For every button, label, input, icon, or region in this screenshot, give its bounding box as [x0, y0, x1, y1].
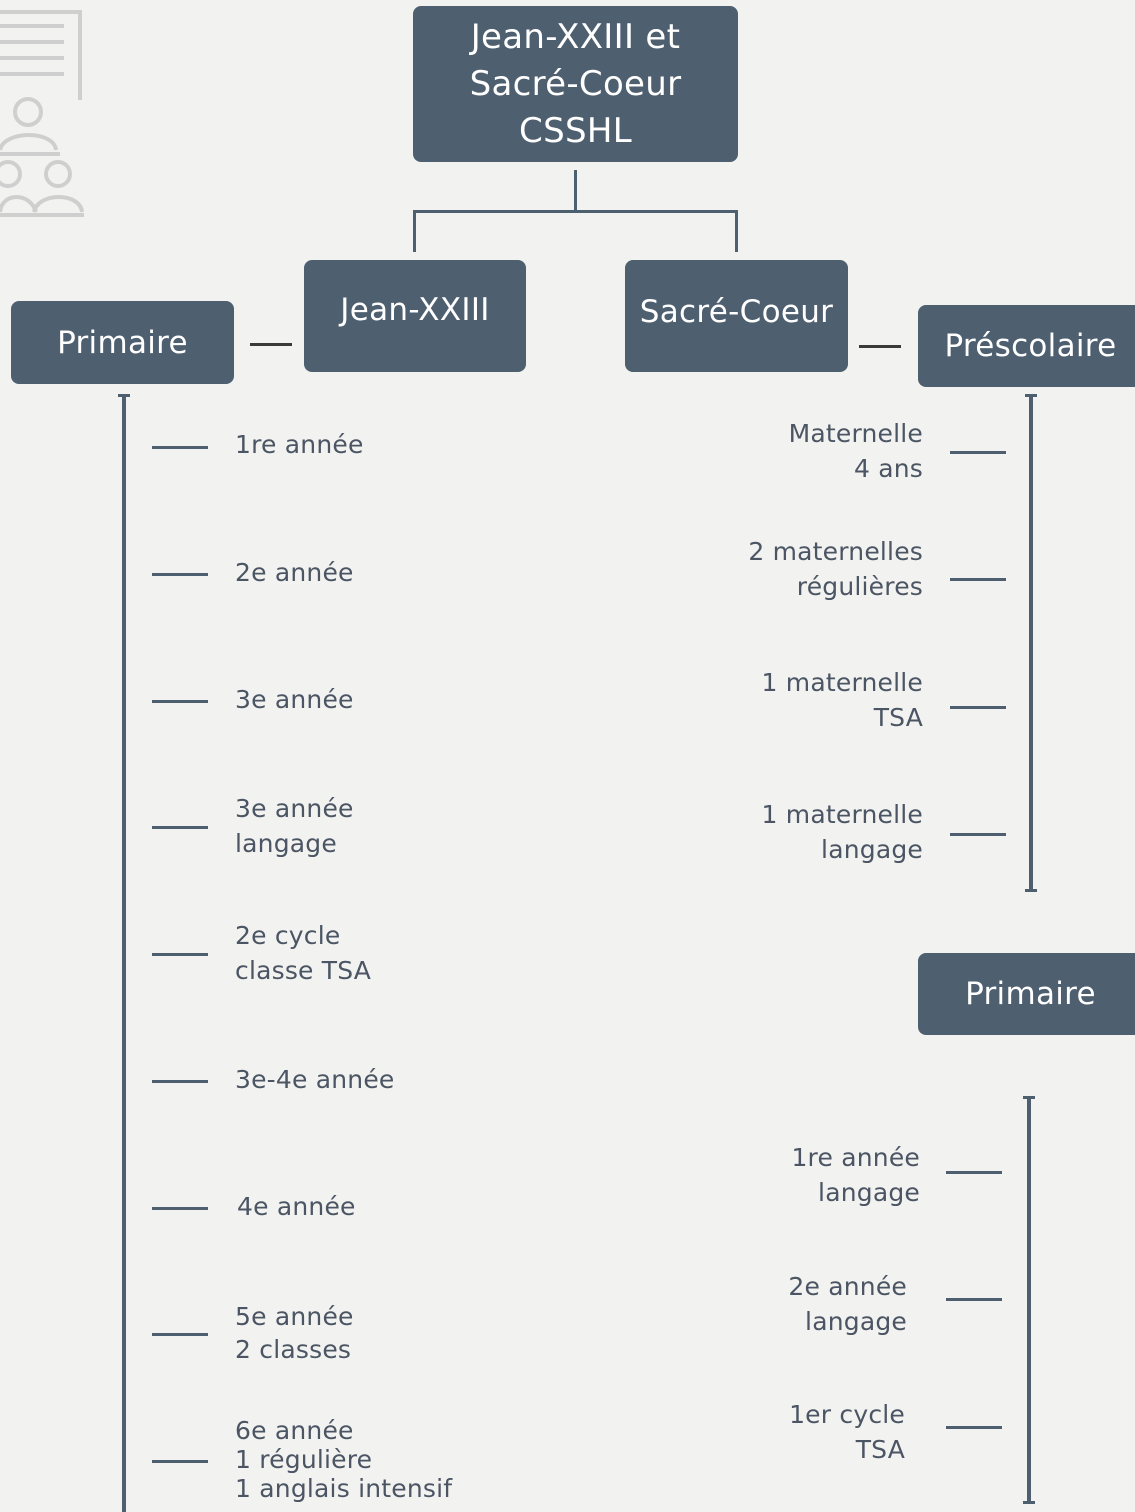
presco-item-4: 1 maternelle langage [761, 800, 923, 864]
level-sacre-prescolaire-label: Préscolaire [944, 328, 1117, 364]
root-node: Jean-XXIII et Sacré-Coeur CSSHL [413, 6, 738, 162]
tick-jean-3 [152, 700, 208, 703]
jean-item-2: 2e année [235, 558, 354, 587]
tick-jean-8 [152, 1333, 208, 1336]
tick-prim-3 [946, 1426, 1002, 1429]
prim-item-1: 1re année langage [791, 1143, 920, 1207]
jean-item-6: 3e-4e année [235, 1065, 395, 1094]
tick-jean-9 [152, 1460, 208, 1463]
connector-horizontal [413, 210, 738, 213]
spine-jean-primaire [122, 394, 126, 1512]
jean-item-8: 5e année 2 classes [235, 1302, 354, 1364]
connector-sacre-prescolaire [859, 345, 901, 348]
tick-prim-1 [946, 1171, 1002, 1174]
connector-jean [413, 210, 416, 252]
presco-item-3: 1 maternelle TSA [761, 668, 923, 732]
connector-root [574, 170, 577, 212]
jean-item-3: 3e année [235, 685, 354, 714]
tick-presco-2 [950, 578, 1006, 581]
spine-cap-presco-bottom [1025, 889, 1037, 892]
jean-item-5: 2e cycle classe TSA [235, 921, 372, 985]
tick-presco-3 [950, 706, 1006, 709]
tick-jean-7 [152, 1207, 208, 1210]
jean-item-7: 4e année [237, 1192, 356, 1221]
school-sacre-coeur: Sacré-Coeur [625, 260, 848, 372]
tick-presco-4 [950, 833, 1006, 836]
jean-item-1: 1re année [235, 430, 364, 459]
root-label: Jean-XXIII et Sacré-Coeur CSSHL [469, 16, 682, 151]
spine-sacre-prescolaire [1029, 394, 1033, 892]
prim-item-2: 2e année langage [788, 1272, 907, 1336]
tick-jean-5 [152, 953, 208, 956]
level-sacre-primaire: Primaire [918, 953, 1135, 1035]
school-jean-xxiii: Jean-XXIII [304, 260, 526, 372]
tick-jean-2 [152, 573, 208, 576]
level-sacre-primaire-label: Primaire [965, 976, 1096, 1012]
jean-item-4: 3e année langage [235, 794, 354, 858]
spine-sacre-primaire [1027, 1096, 1031, 1504]
school-jean-label: Jean-XXIII [340, 292, 490, 328]
connector-jean-primaire [250, 343, 292, 346]
level-jean-primaire-label: Primaire [57, 324, 188, 361]
presco-item-2: 2 maternelles régulières [748, 537, 923, 601]
tick-jean-4 [152, 826, 208, 829]
spine-cap-prim-bottom [1023, 1501, 1035, 1504]
jean-item-9: 6e année 1 régulière 1 anglais intensif [235, 1416, 453, 1503]
tick-jean-1 [152, 446, 208, 449]
presco-item-1: Maternelle 4 ans [788, 419, 923, 483]
presentation-people-icon [0, 10, 84, 217]
tick-jean-6 [152, 1080, 208, 1083]
level-jean-primaire: Primaire [11, 301, 234, 384]
connector-sacre [735, 210, 738, 252]
school-sacre-label: Sacré-Coeur [639, 294, 834, 330]
tick-presco-1 [950, 451, 1006, 454]
prim-item-3: 1er cycle TSA [789, 1400, 905, 1464]
level-sacre-prescolaire: Préscolaire [918, 305, 1135, 387]
tick-prim-2 [946, 1298, 1002, 1301]
